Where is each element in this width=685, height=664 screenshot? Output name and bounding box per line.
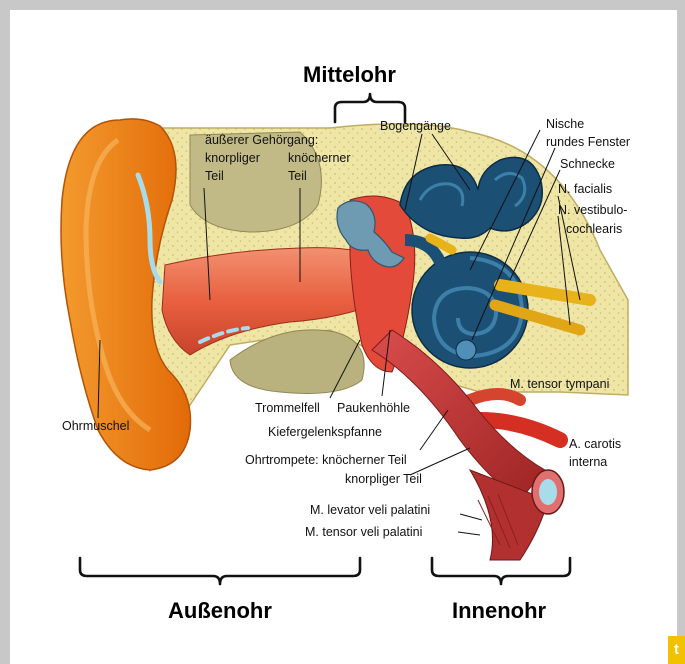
label-vestibulocochlear: N. vestibulo-	[558, 203, 627, 217]
heading-outer-ear: Außenohr	[168, 598, 272, 623]
label-bony-part-2: Teil	[288, 169, 307, 183]
label-tensor-tympani: M. tensor tympani	[510, 377, 609, 391]
label-tube-cartilage: knorpliger Teil	[345, 472, 422, 486]
label-facial-nerve: N. facialis	[558, 182, 612, 196]
label-tympanic-cavity: Paukenhöhle	[337, 401, 410, 415]
label-tube-bony: Ohrtrompete: knöcherner Teil	[245, 453, 407, 467]
corner-tab[interactable]: t	[668, 636, 685, 664]
label-bony-part: knöcherner	[288, 151, 351, 165]
label-round-window: rundes Fenster	[546, 135, 630, 149]
outer-ear-brace[interactable]	[80, 558, 360, 584]
label-carotid: A. carotis	[569, 437, 621, 451]
label-auricle: Ohrmuschel	[62, 419, 129, 433]
heading-middle-ear: Mittelohr	[303, 62, 396, 87]
label-tensor-veli: M. tensor veli palatini	[305, 525, 422, 539]
label-eardrum: Trommelfell	[255, 401, 320, 415]
label-jaw-socket: Kiefergelenkspfanne	[268, 425, 382, 439]
label-outer-canal-part: Teil	[205, 169, 224, 183]
label-niche: Nische	[546, 117, 584, 131]
label-vestibulocochlear-2: cochlearis	[566, 222, 622, 236]
heading-inner-ear: Innenohr	[452, 598, 547, 623]
label-levator: M. levator veli palatini	[310, 503, 430, 517]
tensor-tympani	[470, 394, 520, 400]
label-semicircular: Bogengänge	[380, 119, 451, 133]
label-outer-canal: äußerer Gehörgang:	[205, 133, 318, 147]
label-cochlea: Schnecke	[560, 157, 615, 171]
inner-ear-brace[interactable]	[432, 558, 570, 584]
label-carotid-2: interna	[569, 455, 607, 469]
middle-ear-brace[interactable]	[335, 94, 405, 122]
label-outer-canal-cartilage: knorpliger	[205, 151, 260, 165]
